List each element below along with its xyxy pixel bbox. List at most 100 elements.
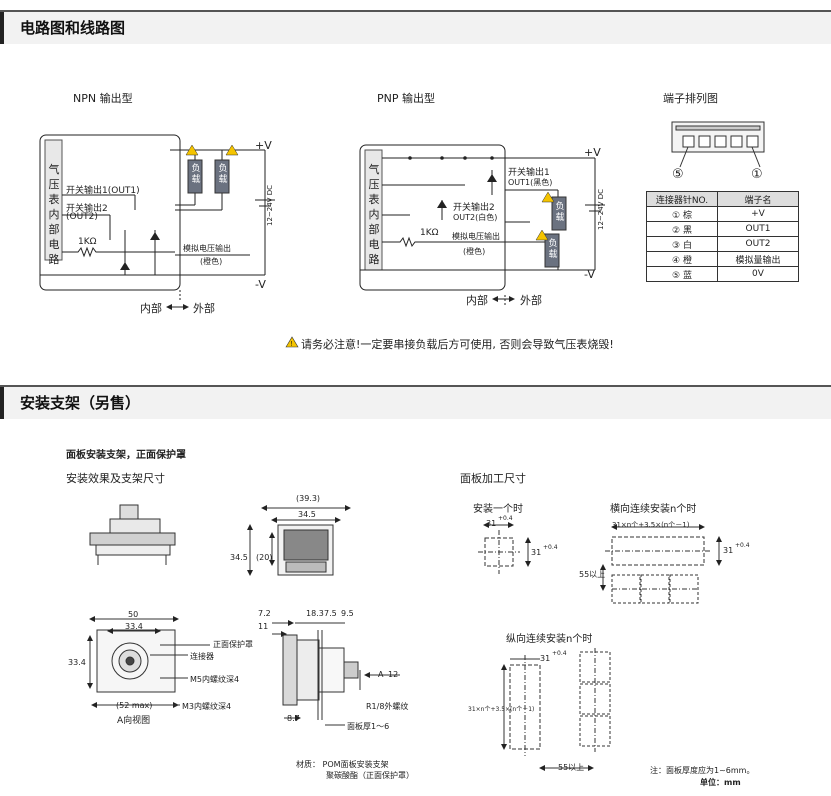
- pnp-circuit: [359, 144, 605, 305]
- pnp-dc: 12~24V DC: [597, 189, 605, 230]
- pnp-out2-a: 开关输出2: [453, 203, 495, 213]
- npn-circuit: [39, 134, 275, 300]
- npn-load-1: 负载: [191, 164, 201, 185]
- npn-resistor: 1KΩ: [78, 237, 97, 247]
- horizontal-formula: 31×n个+3.5×(n个－1): [612, 521, 690, 529]
- dim-a-arrow: A: [378, 670, 384, 679]
- min-55-h: 55以上: [579, 570, 606, 579]
- dim-33-4-v: 33.4: [68, 658, 86, 667]
- section-header-circuit: 电路图和线路图: [0, 10, 831, 44]
- r18-label: R1/8外螺纹: [366, 702, 409, 711]
- section-title: 安装支架（另售）: [20, 394, 141, 412]
- pnp-vminus: -V: [584, 268, 595, 281]
- dim-34-5: 34.5: [298, 510, 316, 519]
- cut-31-hz: 31: [723, 546, 734, 555]
- npn-load-2: 负载: [218, 164, 228, 185]
- cut-tol: +0.4: [498, 515, 513, 522]
- dim-20: (20): [256, 553, 273, 562]
- dim-34-5-v: 34.5: [230, 553, 248, 562]
- bracket-front-drawing: [247, 505, 351, 576]
- section-header-mount: 安装支架（另售）: [0, 385, 831, 419]
- panel-cut-title: 面板加工尺寸: [460, 472, 526, 485]
- pnp-vplus: +V: [584, 146, 601, 159]
- terminal-head-pin: 连接器针NO.: [646, 191, 718, 207]
- pnp-out1-a: 开关输出1: [508, 168, 550, 178]
- panel-cut-horizontal: [600, 524, 722, 604]
- cut-tol-v: +0.4: [543, 544, 558, 551]
- bracket-a-view-drawing: [87, 616, 210, 708]
- panel-cut-vertical: [501, 648, 611, 771]
- pnp-outside: 外部: [520, 294, 542, 307]
- cut-31-h: 31: [486, 519, 497, 528]
- horizontal-title: 横向连续安装n个时: [610, 504, 697, 515]
- m3-label: M3内螺纹深4: [182, 702, 232, 711]
- dim-7-2: 7.2: [258, 609, 271, 618]
- bracket-side-drawing: [89, 504, 176, 565]
- npn-vplus: +V: [255, 139, 272, 152]
- dim-9-5: 9.5: [341, 609, 354, 618]
- dim-8-7: 8.7: [287, 714, 300, 723]
- npn-analog: 模拟电压输出: [183, 244, 231, 253]
- npn-out2-a: 开关输出2: [66, 204, 108, 214]
- dim-11: 11: [258, 622, 269, 631]
- pnp-out2-b: OUT2(白色): [453, 213, 498, 222]
- material-b: 聚碳酸酯（正面保护罩）: [326, 771, 414, 780]
- unit: 单位：mm: [700, 778, 741, 787]
- cut-tol-hz: +0.4: [735, 542, 750, 549]
- panel-cut-single: [478, 522, 531, 574]
- terminal-head-name: 端子名: [717, 191, 799, 207]
- dim-18-3: 18.3: [306, 609, 324, 618]
- pnp-out1-b: OUT1(黑色): [508, 178, 553, 187]
- min-55-v: 55以上: [558, 763, 585, 772]
- pnp-sensor-label: 气压表内部电路: [368, 163, 380, 266]
- section-title: 电路图和线路图: [20, 19, 126, 37]
- terminal-connector-drawing: [671, 121, 765, 168]
- npn-out2-b: (OUT2): [66, 212, 98, 222]
- material-a: 材质： POM面板安装支架: [296, 760, 389, 769]
- npn-sensor-label: 气压表内部电路: [48, 163, 60, 266]
- pnp-load-2: 负载: [548, 239, 558, 260]
- table-row: ① 棕+V: [646, 206, 799, 222]
- npn-dc: 12~24V DC: [266, 185, 274, 226]
- m5-label: M5内螺纹深4: [190, 675, 240, 684]
- warning-text: 请务必注意!一定要串接负载后方可使用, 否则会导致气压表烧毁!: [301, 338, 614, 351]
- npn-out1: 开关输出1(OUT1): [66, 186, 140, 196]
- connector-label: 连接器: [190, 652, 214, 661]
- table-row: ④ 橙模拟量输出: [646, 251, 799, 267]
- dim-52: (52 max): [116, 701, 153, 710]
- panel-thickness-label: 面板厚1～6: [347, 722, 390, 731]
- cut-31-v: 31: [531, 548, 542, 557]
- single-title: 安装一个时: [473, 504, 523, 515]
- pnp-analog: 模拟电压输出: [452, 232, 500, 241]
- terminal-right-num: ①: [751, 167, 763, 182]
- npn-vminus: -V: [255, 278, 266, 291]
- dim-12: 12: [388, 670, 399, 679]
- terminal-left-num: ⑤: [672, 167, 684, 182]
- svg-text:!: !: [291, 341, 293, 348]
- pnp-inside: 内部: [466, 294, 488, 307]
- pnp-load-1: 负载: [555, 202, 565, 223]
- mount-subtitle: 面板安装支架，正面保护罩: [66, 450, 186, 461]
- pnp-title: PNP 输出型: [377, 92, 435, 105]
- npn-outside: 外部: [193, 302, 215, 315]
- vertical-formula: 31×n个+3.5×(n个－1): [468, 706, 535, 713]
- view-a-label: A向视图: [117, 716, 151, 726]
- vertical-title: 纵向连续安装n个时: [506, 634, 593, 645]
- cut-31-vt: 31: [540, 654, 551, 663]
- cut-tol-vt: +0.4: [552, 650, 567, 657]
- front-cover-label: 正面保护罩: [213, 640, 253, 649]
- dim-39-3: (39.3): [296, 494, 321, 503]
- terminal-title: 端子排列图: [663, 92, 718, 105]
- note: 注：面板厚度应为1~6mm。: [650, 766, 755, 775]
- dim-33-4: 33.4: [125, 622, 143, 631]
- pnp-analog-color: (橙色): [463, 247, 486, 256]
- npn-inside: 内部: [140, 302, 162, 315]
- pnp-resistor: 1KΩ: [420, 228, 439, 238]
- mount-effect: 安装效果及支架尺寸: [66, 472, 165, 485]
- dim-7-5: 7.5: [324, 609, 337, 618]
